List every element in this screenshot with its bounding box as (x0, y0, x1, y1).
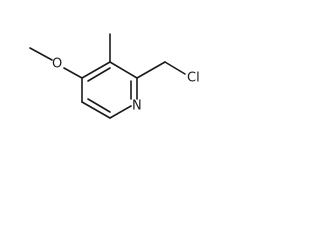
double-bond-c4-c3-inner (87, 67, 111, 82)
methoxy-oxygen-label: O (52, 57, 62, 72)
bond-c6-c5 (81, 101, 111, 119)
bond-c4-o (63, 67, 83, 79)
chlorine-label: Cl (187, 71, 200, 86)
ring-nitrogen-label: N (132, 99, 142, 114)
double-bond-c6-c5-inner (87, 98, 111, 113)
bond-c3-c2 (109, 61, 138, 79)
bond-c2-ch2 (136, 61, 166, 79)
bond-ch2-cl (164, 61, 186, 75)
bond-o-methyl (29, 47, 53, 61)
structure-diagram: O N Cl (29, 33, 200, 119)
bond-c4-c3 (81, 61, 111, 79)
bond-n-c6 (109, 105, 132, 119)
